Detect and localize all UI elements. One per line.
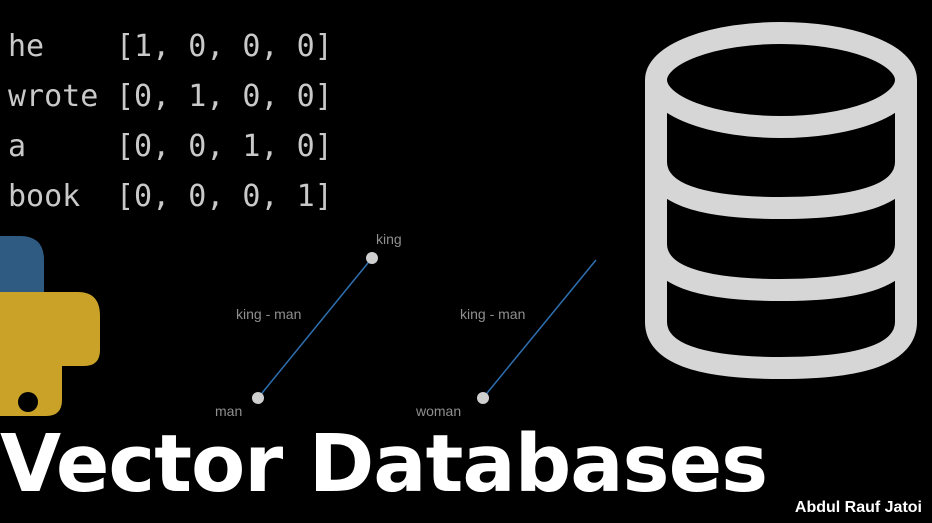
king-minus-man-label: king - man <box>236 306 302 322</box>
king-point <box>366 252 378 264</box>
page-title: Vector Databases <box>0 418 768 510</box>
embedding-vector: [0, 0, 0, 1] <box>116 179 333 214</box>
man-point <box>252 392 264 404</box>
embedding-vector: [0, 1, 0, 0] <box>116 79 333 114</box>
king-man-vector <box>257 257 373 399</box>
embedding-word: wrote <box>8 79 99 114</box>
python-logo-icon <box>0 236 100 416</box>
database-icon <box>645 22 917 380</box>
embedding-row: book [0, 0, 0, 1] <box>8 172 333 222</box>
man-label: man <box>215 403 243 419</box>
woman-point <box>477 392 489 404</box>
queen-woman-vector <box>482 259 597 399</box>
embedding-word: book <box>8 179 81 214</box>
embedding-vector: [0, 0, 1, 0] <box>116 129 333 164</box>
king-label: king <box>376 231 402 247</box>
woman-label: woman <box>416 403 462 419</box>
embedding-row: he [1, 0, 0, 0] <box>8 22 333 72</box>
embedding-vector: [1, 0, 0, 0] <box>116 29 333 64</box>
embedding-row: a [0, 0, 1, 0] <box>8 122 333 172</box>
embedding-word: a <box>8 129 27 164</box>
embedding-row: wrote [0, 1, 0, 0] <box>8 72 333 122</box>
embedding-word: he <box>8 29 45 64</box>
author-name: Abdul Rauf Jatoi <box>794 499 922 516</box>
embedding-table: he [1, 0, 0, 0] wrote [0, 1, 0, 0] a [0,… <box>8 22 333 222</box>
king-minus-man-label-2: king - man <box>460 306 526 322</box>
